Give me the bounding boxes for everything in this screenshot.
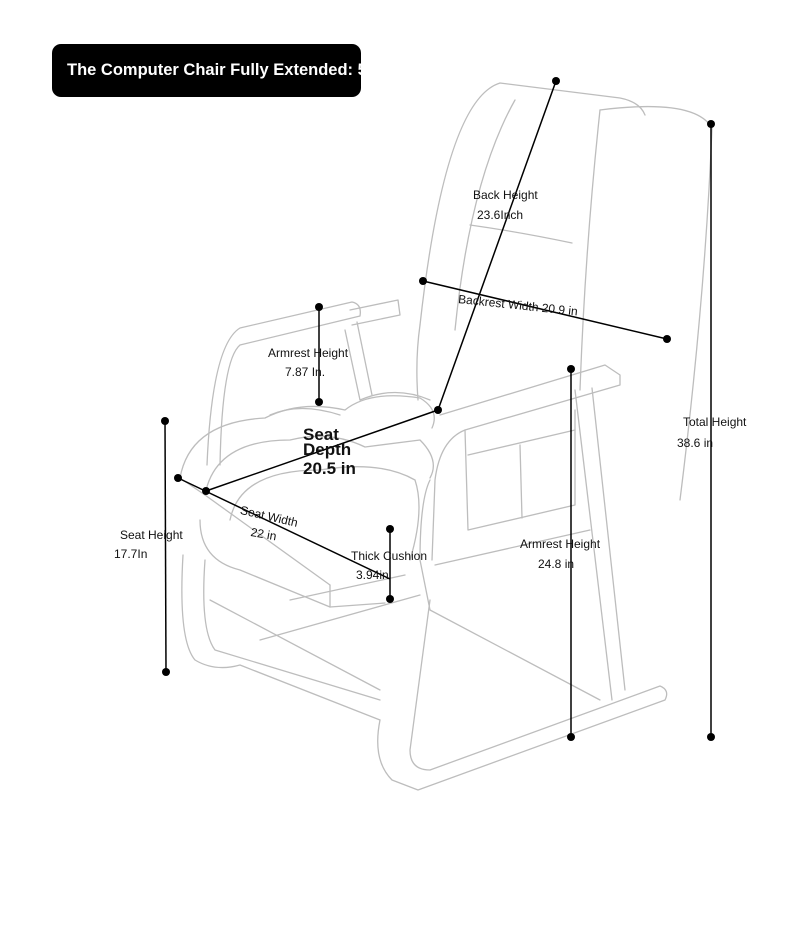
dimension-endpoints bbox=[161, 77, 715, 741]
back-height-value: 23.6Inch bbox=[477, 208, 524, 222]
thick-cushion-label: Thick Cushion bbox=[351, 549, 428, 563]
banner-text: The Computer Chair Fully Extended: 59 bbox=[67, 61, 361, 79]
armrest-height-side-label: Armrest Height bbox=[520, 537, 601, 551]
armrest-height-top-label: Armrest Height bbox=[268, 346, 349, 360]
seat-depth-line1: Seat bbox=[303, 425, 339, 444]
seat-depth-line2: Depth bbox=[303, 440, 352, 459]
seat-height-value: 17.7In bbox=[114, 547, 148, 561]
armrest-height-side-value: 24.8 in bbox=[538, 557, 575, 571]
seat-depth-value: 20.5 in bbox=[303, 459, 356, 478]
backrest-width-line bbox=[422, 280, 668, 340]
armrest-height-top-value: 7.87 In. bbox=[285, 365, 326, 379]
back-height-label: Back Height bbox=[473, 188, 538, 202]
back-height-line bbox=[437, 80, 557, 411]
chair-outline bbox=[179, 82, 713, 791]
seat-depth-line bbox=[205, 409, 439, 492]
dimension-lines bbox=[164, 80, 712, 737]
seat-height-label: Seat Height bbox=[120, 528, 183, 542]
total-height-label: Total Height bbox=[683, 415, 747, 429]
title-banner: The Computer Chair Fully Extended: 59 bbox=[52, 44, 361, 97]
seat-height-line bbox=[164, 420, 167, 673]
total-height-value: 38.6 in bbox=[677, 436, 714, 450]
thick-cushion-value: 3.94in bbox=[356, 568, 389, 582]
seat-width-line bbox=[177, 477, 391, 580]
